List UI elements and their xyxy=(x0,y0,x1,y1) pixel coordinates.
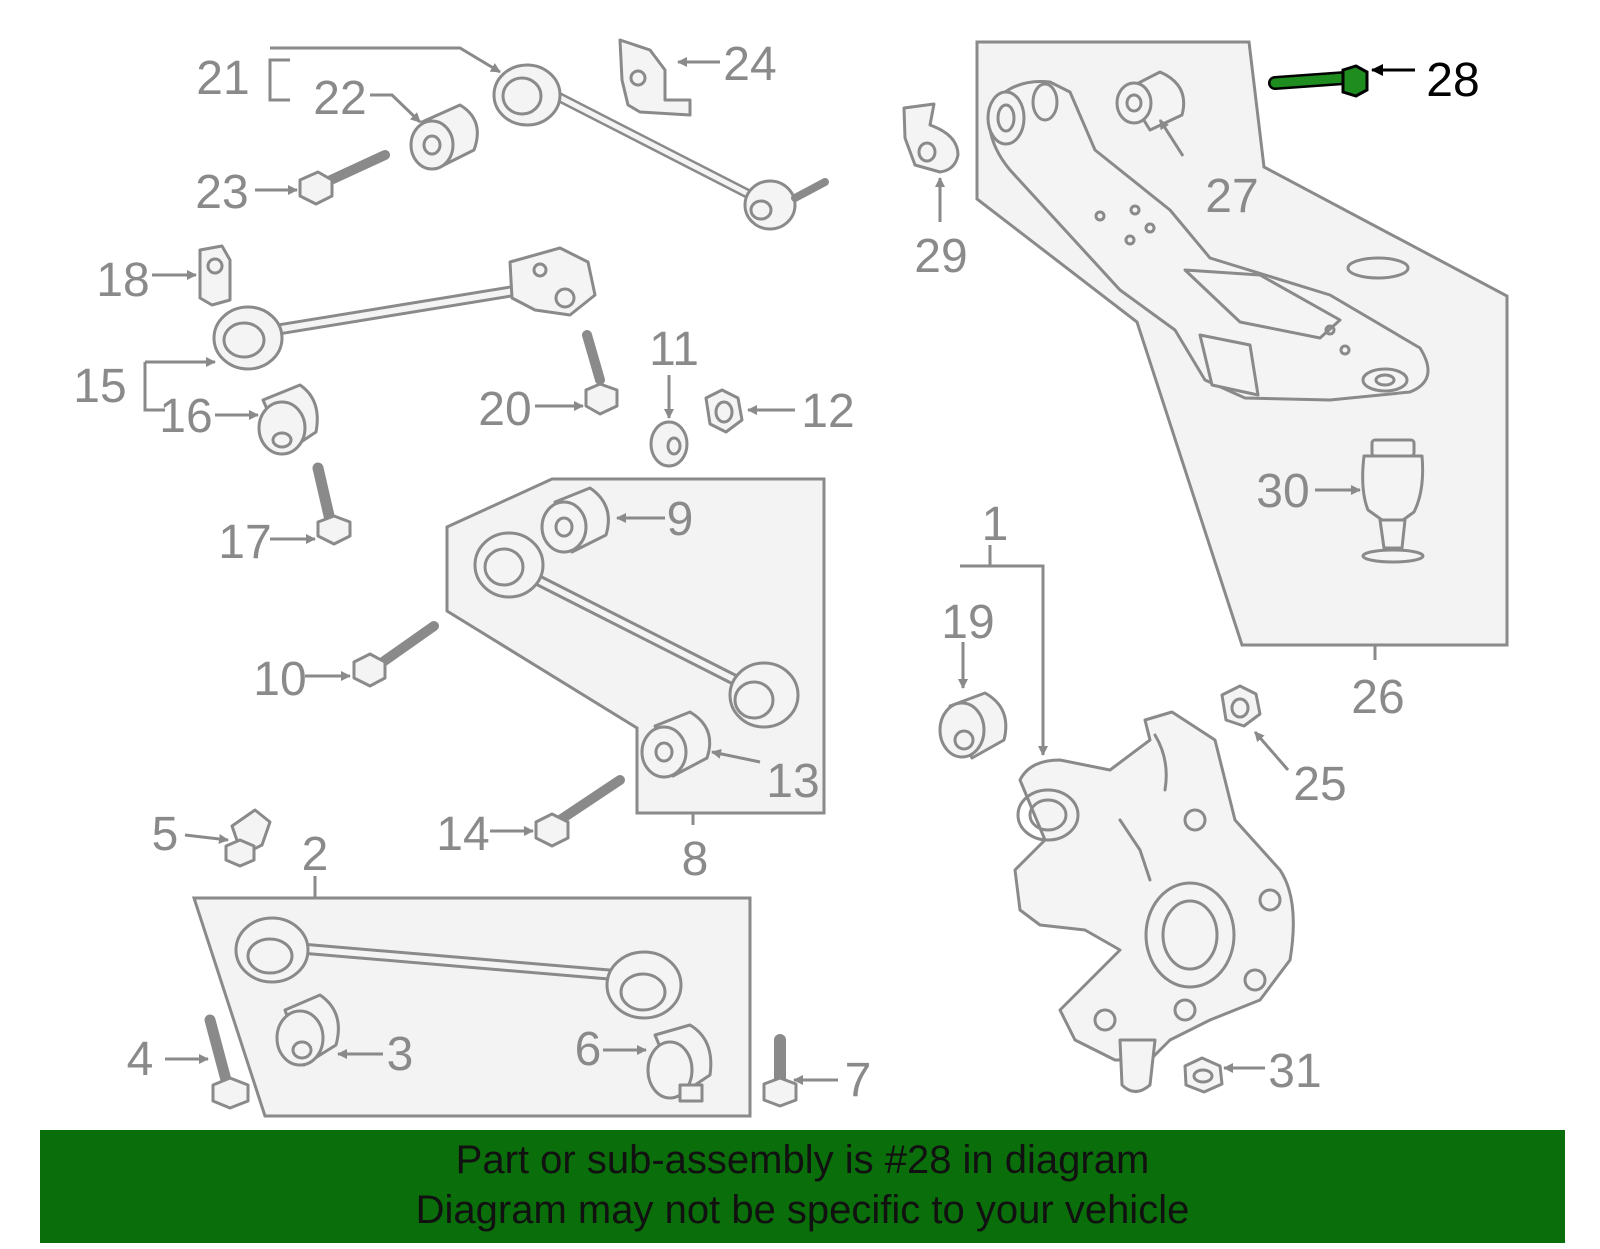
link-assembly-8 xyxy=(473,531,800,729)
callout-31: 31 xyxy=(1268,1045,1321,1098)
callout-12: 12 xyxy=(801,385,854,438)
callout-22: 22 xyxy=(313,72,366,125)
ball-joint-30 xyxy=(1361,438,1425,564)
callout-25: 25 xyxy=(1293,758,1346,811)
bolt-7 xyxy=(762,1034,798,1108)
callout-15: 15 xyxy=(73,360,126,413)
bushing-27 xyxy=(1115,70,1186,132)
bushing-22 xyxy=(409,103,479,171)
bolt-17 xyxy=(312,462,352,546)
callout-labels: 1 2 3 4 5 6 7 8 9 10 11 12 13 14 15 16 1… xyxy=(73,38,1479,1107)
lower-link-15 xyxy=(212,246,597,371)
lower-control-arm-26 xyxy=(986,80,1430,402)
bolt-23 xyxy=(298,150,390,206)
bushing-9 xyxy=(540,486,610,554)
callout-21: 21 xyxy=(196,52,249,105)
bolt-20 xyxy=(582,330,619,416)
callout-5: 5 xyxy=(152,808,179,861)
callout-14: 14 xyxy=(436,808,489,861)
banner-line-part: Part or sub-assembly is #28 in diagram xyxy=(455,1138,1150,1182)
callout-9: 9 xyxy=(667,493,694,546)
info-banner: Part or sub-assembly is #28 in diagram D… xyxy=(40,1130,1565,1243)
nut-25 xyxy=(1220,684,1262,728)
callout-4: 4 xyxy=(127,1033,154,1086)
callout-27: 27 xyxy=(1205,170,1258,223)
bushing-13 xyxy=(640,710,712,779)
bolt-5 xyxy=(224,808,272,868)
callout-28: 28 xyxy=(1426,54,1479,107)
callout-30: 30 xyxy=(1256,465,1309,518)
callout-17: 17 xyxy=(218,516,271,569)
callout-29: 29 xyxy=(914,230,967,283)
callout-1: 1 xyxy=(982,498,1009,551)
callout-24: 24 xyxy=(723,38,776,91)
callout-26: 26 xyxy=(1351,671,1404,724)
callout-23: 23 xyxy=(195,166,248,219)
callout-18: 18 xyxy=(96,254,149,307)
callout-3: 3 xyxy=(387,1028,414,1081)
callout-2: 2 xyxy=(302,828,329,881)
callout-11: 11 xyxy=(649,323,699,376)
washer-11 xyxy=(649,420,689,468)
upper-link-21 xyxy=(492,63,829,231)
nut-31 xyxy=(1183,1056,1224,1094)
callout-7: 7 xyxy=(845,1054,872,1107)
bracket-29 xyxy=(902,102,960,174)
callout-10: 10 xyxy=(253,653,306,706)
bolt-14 xyxy=(534,775,625,848)
callout-13: 13 xyxy=(766,755,819,808)
bushing-3 xyxy=(275,993,340,1067)
bolt-10 xyxy=(352,621,439,688)
bushing-16 xyxy=(257,383,319,456)
link-assembly-2 xyxy=(234,916,683,1020)
bolt-4 xyxy=(204,1014,250,1110)
knuckle-1 xyxy=(1013,710,1295,1093)
banner-line-disclaimer: Diagram may not be specific to your vehi… xyxy=(415,1188,1190,1232)
leader-lines xyxy=(143,46,1415,1085)
bolt-28-highlighted[interactable] xyxy=(1268,64,1369,98)
callout-16: 16 xyxy=(159,390,212,443)
bushing-6 xyxy=(646,1023,713,1103)
bracket-24 xyxy=(618,38,692,117)
nut-12 xyxy=(704,388,744,434)
bushing-19 xyxy=(938,691,1008,760)
callout-19: 19 xyxy=(941,596,994,649)
bracket-18 xyxy=(198,244,232,307)
callout-6: 6 xyxy=(575,1023,602,1076)
callout-20: 20 xyxy=(478,383,531,436)
callout-8: 8 xyxy=(682,833,709,886)
